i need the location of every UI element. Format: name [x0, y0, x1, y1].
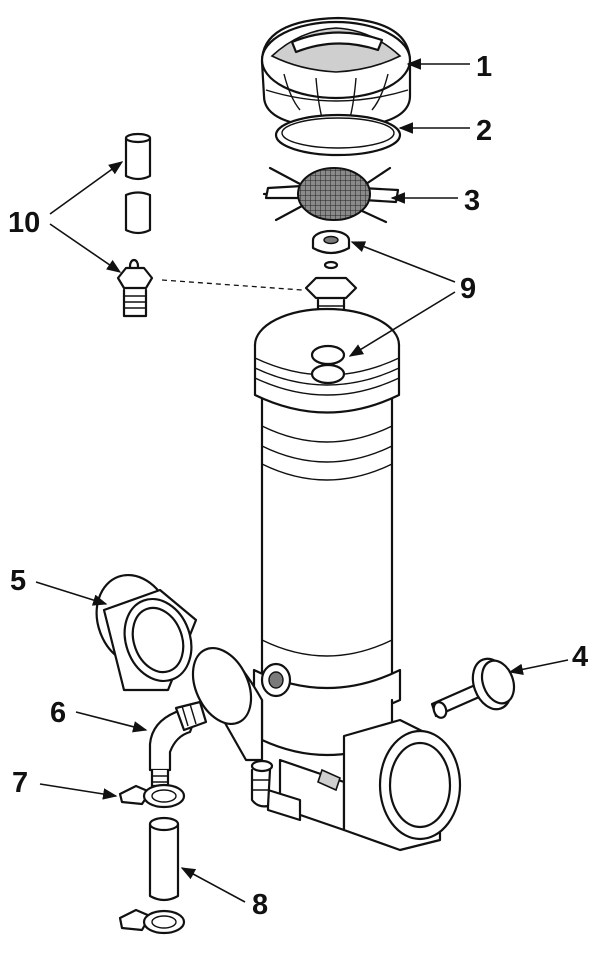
inlet-outlet-pipe — [191, 647, 462, 852]
canister-body — [252, 307, 402, 757]
part-1-lid — [260, 16, 412, 130]
part-8-hose — [118, 816, 186, 935]
callout-5: 5 — [10, 565, 26, 597]
callout-3: 3 — [464, 185, 480, 217]
part-4-drain-plug — [430, 657, 516, 719]
part-2-o-ring — [274, 113, 402, 157]
callout-7: 7 — [12, 767, 28, 799]
callout-10: 10 — [8, 207, 40, 239]
callout-2: 2 — [476, 115, 492, 147]
part-10-fitting — [116, 132, 154, 318]
callout-1: 1 — [476, 51, 492, 83]
drain-fitting — [250, 759, 274, 808]
part-3-strainer — [262, 166, 400, 224]
part-6-elbow — [148, 700, 208, 788]
part-5-adaptor — [95, 573, 198, 692]
callout-labels: 1 2 3 4 5 6 7 8 9 10 — [8, 51, 588, 921]
callout-8: 8 — [252, 889, 268, 921]
callout-9: 9 — [460, 273, 476, 305]
part-7-clamp — [118, 783, 186, 809]
leader-lines — [35, 58, 569, 903]
callout-6: 6 — [50, 697, 66, 729]
callout-4: 4 — [572, 641, 588, 673]
